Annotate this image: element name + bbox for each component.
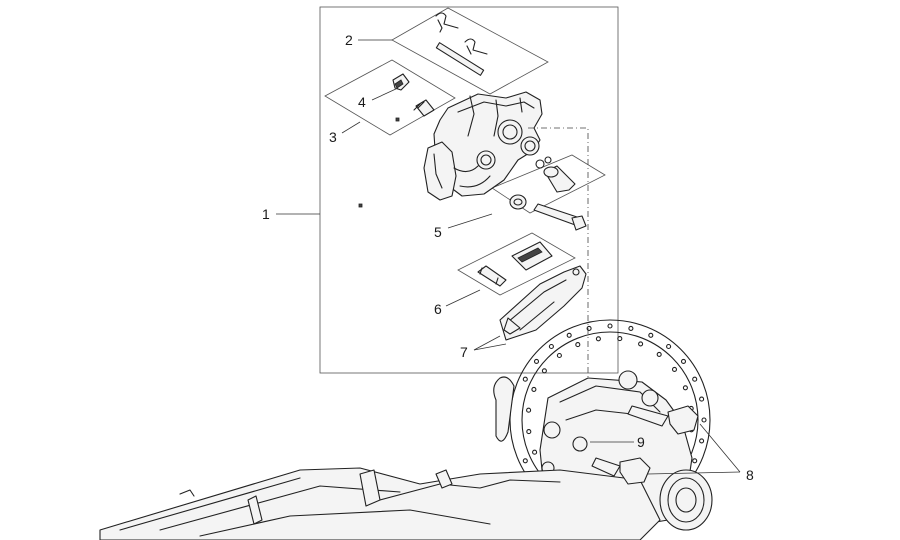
- disc-hole: [648, 332, 654, 338]
- disc-hole: [656, 351, 662, 357]
- retaining-pins: [435, 12, 488, 76]
- assembly-frame: [319, 6, 619, 374]
- disc-hole: [566, 332, 572, 338]
- mounting-bolts: [591, 405, 699, 485]
- callout-7: 7: [460, 344, 468, 360]
- frame-rails: [99, 467, 661, 540]
- disc-hole: [522, 376, 528, 382]
- disc-hole: [699, 396, 705, 402]
- kit-panel-6: [457, 232, 576, 296]
- pad-spring: [477, 241, 553, 287]
- disc-hole: [556, 352, 562, 359]
- leader-lines: [276, 39, 741, 475]
- disc-hole: [666, 343, 672, 350]
- callout-6: 6: [434, 301, 442, 317]
- disc-hole: [638, 341, 644, 347]
- bleed-screw: [392, 73, 435, 122]
- disc-hole: [595, 336, 601, 342]
- disc-hole: [533, 358, 540, 364]
- disc-hole: [682, 385, 688, 391]
- disc-hole: [531, 386, 537, 392]
- disc-hole: [526, 429, 532, 435]
- disc-hole: [699, 438, 705, 444]
- disc-hole: [541, 368, 547, 374]
- disc-hole: [701, 417, 707, 423]
- disc-hole: [671, 366, 678, 372]
- callout-2: 2: [345, 32, 353, 48]
- disc-hole: [526, 407, 532, 413]
- disc-hole: [532, 449, 538, 455]
- disc-hole: [548, 343, 554, 350]
- disc-hole: [680, 358, 687, 364]
- kit-panel-2: [391, 7, 549, 95]
- callout-1: 1: [262, 206, 270, 222]
- disc-hole: [575, 342, 581, 348]
- disc-hole: [522, 458, 528, 464]
- disc-hole: [617, 336, 623, 342]
- disc-hole: [586, 325, 592, 331]
- guide-pins: [509, 165, 587, 231]
- callout-9: 9: [637, 434, 645, 450]
- disc-hole: [692, 376, 698, 382]
- kit-panel-3: [324, 59, 456, 136]
- disc-hole: [607, 323, 613, 329]
- brake-pads: [499, 265, 587, 341]
- callout-8: 8: [746, 467, 754, 483]
- brake-caliper: [358, 91, 552, 208]
- disc-hole: [628, 325, 634, 331]
- callout-4: 4: [358, 94, 366, 110]
- disc-hole: [692, 458, 698, 464]
- callout-3: 3: [329, 129, 337, 145]
- callout-5: 5: [434, 224, 442, 240]
